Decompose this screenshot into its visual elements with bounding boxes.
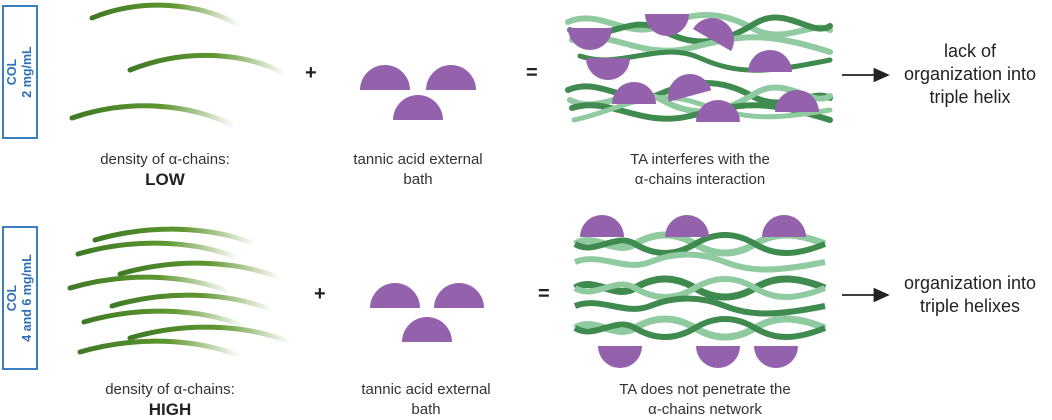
density-value-high: HIGH <box>148 400 192 419</box>
result-label-bottom-line1: TA does not penetrate the <box>619 381 791 398</box>
bath-label-bottom-line2: bath <box>411 401 441 418</box>
density-label-high: density of α-chains: HIGH <box>75 380 265 420</box>
outcome-bottom-line1: organization into <box>903 273 1037 293</box>
bath-label-top: tannic acid external bath <box>318 150 518 190</box>
outcome-top-line2: organization into <box>903 64 1037 84</box>
result-label-bottom-line2: α-chains network <box>648 401 762 418</box>
plus-sign-top: + <box>305 62 317 84</box>
bath-label-top-line2: bath <box>403 171 433 188</box>
outcome-top-line3: triple helix <box>929 87 1011 107</box>
bath-label-top-line1: tannic acid external <box>353 151 483 168</box>
side-label-high-line2: 4 and 6 mg/mL <box>20 254 34 342</box>
ordered-triple-helix-network <box>573 231 827 341</box>
outcome-bottom: organization into triple helixes <box>895 272 1045 318</box>
alpha-chains-low-density <box>69 2 288 129</box>
plus-sign-bottom: + <box>314 283 326 305</box>
outcome-top: lack of organization into triple helix <box>895 40 1045 109</box>
tannic-acid-bath-top <box>360 65 476 120</box>
side-label-high-line1: COL <box>5 284 19 312</box>
equals-sign-top: = <box>526 62 538 84</box>
tannic-acid-outside-network <box>580 215 806 368</box>
result-label-top-line1: TA interferes with the <box>630 151 770 168</box>
result-label-top: TA interferes with the α-chains interact… <box>580 150 820 190</box>
side-label-low-line1: COL <box>5 58 19 86</box>
outcome-bottom-line2: triple helixes <box>919 296 1021 316</box>
density-label-low: density of α-chains: LOW <box>70 150 260 190</box>
density-value-low: LOW <box>145 170 185 189</box>
tannic-acid-interfering <box>568 14 819 122</box>
side-label-low-line2: 2 mg/mL <box>20 46 34 98</box>
result-label-top-line2: α-chains interaction <box>634 171 766 188</box>
density-caption-high: density of α-chains: <box>105 381 235 398</box>
result-label-bottom: TA does not penetrate the α-chains netwo… <box>580 380 830 420</box>
density-caption-low: density of α-chains: <box>100 151 230 168</box>
outcome-top-line1: lack of <box>943 41 997 61</box>
side-label-high: COL 4 and 6 mg/mL <box>2 226 38 370</box>
equals-sign-bottom: = <box>538 283 550 305</box>
alpha-chains-high-density <box>67 226 293 359</box>
side-label-low: COL 2 mg/mL <box>2 5 38 139</box>
bath-label-bottom: tannic acid external bath <box>326 380 526 420</box>
bath-label-bottom-line1: tannic acid external <box>361 381 491 398</box>
tannic-acid-bath-bottom <box>370 283 484 342</box>
